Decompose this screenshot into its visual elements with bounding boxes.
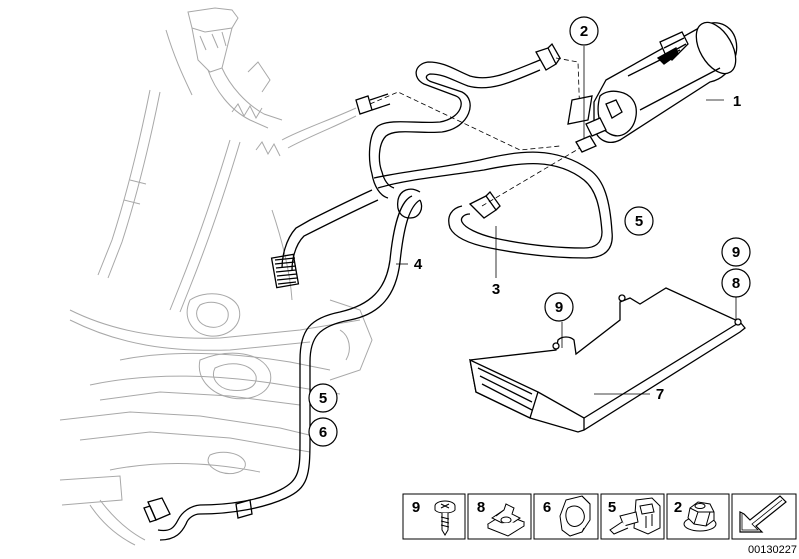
- legend-item-hose-clip[interactable]: 6: [533, 493, 599, 540]
- legend-number-clip-nut: 8: [477, 499, 485, 516]
- callout-1-label: 1: [733, 93, 741, 110]
- legend-number-hose-clip: 6: [543, 499, 551, 516]
- callout-9-plate-label: 9: [555, 299, 563, 316]
- legend-item-double-clip[interactable]: 5: [600, 493, 665, 540]
- screw-icon: [434, 500, 456, 536]
- protective-plate: [469, 287, 746, 433]
- callout-2: 2: [569, 16, 599, 46]
- hex-nut-icon: [683, 501, 717, 532]
- callout-5-upper: 5: [624, 206, 654, 236]
- callout-9-right-label: 9: [732, 244, 740, 261]
- callout-3-label: 3: [492, 281, 500, 298]
- legend-number-double-clip: 5: [608, 499, 616, 516]
- clip-nut-icon: [486, 503, 526, 537]
- callout-6: 6: [308, 417, 338, 447]
- legend-number-screw: 9: [412, 499, 420, 516]
- hose-clip-icon: [559, 495, 591, 537]
- parts-legend: 9 8 6: [402, 493, 797, 540]
- background-structure: [59, 7, 373, 546]
- callout-9-plate: 9: [544, 292, 574, 322]
- callout-7-label: 7: [656, 386, 664, 403]
- callout-6-label: 6: [319, 424, 327, 441]
- legend-item-hex-nut[interactable]: 2: [666, 493, 730, 540]
- callout-5-lower: 5: [308, 383, 338, 413]
- callout-2-label: 2: [580, 23, 588, 40]
- callout-3: 3: [492, 281, 500, 298]
- callout-8-label: 8: [732, 275, 740, 292]
- leader-lines: [396, 46, 737, 395]
- legend-number-hex-nut: 2: [674, 499, 682, 516]
- callout-4: 4: [414, 256, 423, 273]
- callout-5-lower-label: 5: [319, 390, 327, 407]
- assembly-lines: [369, 57, 581, 207]
- legend-item-clip-nut[interactable]: 8: [467, 493, 532, 540]
- arrow-icon: [739, 495, 787, 533]
- diagram-reference-number: 00130227: [748, 544, 797, 556]
- callout-7: 7: [656, 386, 664, 403]
- legend-item-screw[interactable]: 9: [402, 493, 466, 540]
- fuel-vent-hoses: [143, 42, 613, 541]
- carbon-canister: [567, 21, 738, 153]
- legend-nav-arrow[interactable]: [731, 493, 797, 540]
- callout-5-upper-label: 5: [635, 213, 643, 230]
- callout-8: 8: [721, 268, 751, 298]
- callout-4-label: 4: [414, 256, 423, 273]
- callout-9-right: 9: [721, 237, 751, 267]
- callout-1: 1: [733, 93, 741, 110]
- double-clip-icon: [609, 497, 661, 535]
